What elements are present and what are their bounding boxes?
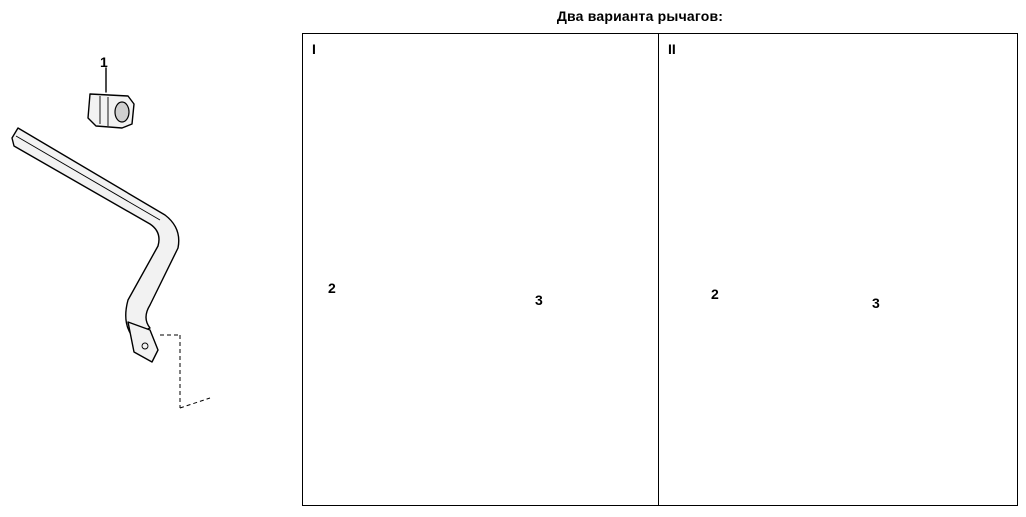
callout-rear-bushing-1: 3: [535, 292, 543, 308]
panel-label: II: [668, 41, 676, 57]
diagram-caption: Два варианта рычагов:: [556, 8, 724, 24]
callout-front-bushings-1: 2: [328, 280, 336, 296]
stabilizer-bar: [11, 127, 180, 363]
panel-variant-2: II: [658, 33, 1018, 506]
callout-rear-bushing-2: 3: [872, 295, 880, 311]
stabilizer-bushing: [87, 67, 135, 129]
panel-label: I: [312, 41, 316, 57]
callout-stabilizer-bushing: 1: [100, 54, 108, 70]
callout-front-bushing-2: 2: [711, 286, 719, 302]
